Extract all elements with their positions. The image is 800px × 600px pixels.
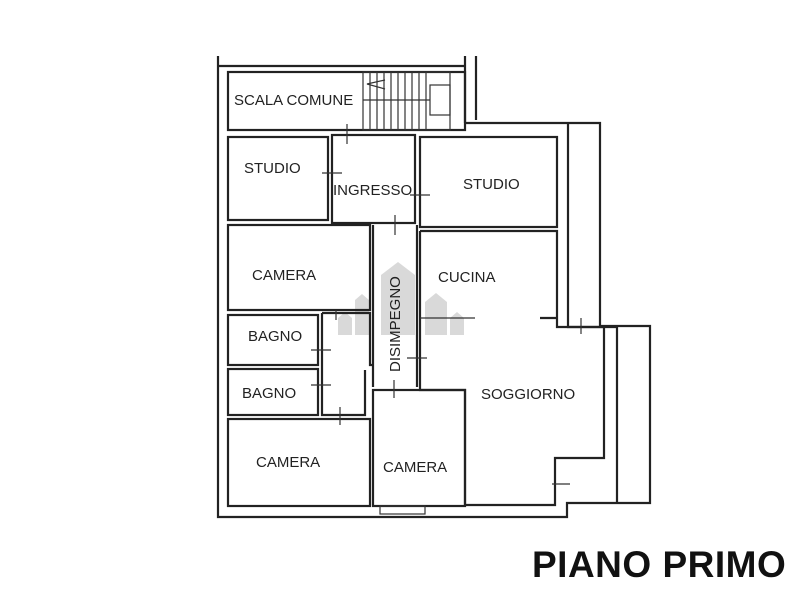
- label-bagno-2: BAGNO: [242, 385, 296, 402]
- stairs-icon: [362, 71, 451, 131]
- room-studio-left: [226, 135, 330, 222]
- watermark-logo: [338, 262, 464, 335]
- room-bagno-1: [226, 313, 320, 367]
- room-camera-bottom-left: [226, 417, 372, 508]
- room-bagno-2: [226, 367, 320, 417]
- outer-walls: [216, 56, 652, 519]
- room-studio-right: [418, 135, 559, 229]
- label-bagno-1: BAGNO: [248, 328, 302, 345]
- rooms: [226, 70, 606, 515]
- label-studio-right: STUDIO: [463, 176, 520, 193]
- plan-title: PIANO PRIMO: [532, 544, 787, 585]
- label-ingresso: INGRESSO: [333, 182, 412, 199]
- label-soggiorno: SOGGIORNO: [481, 386, 575, 403]
- label-camera-top: CAMERA: [252, 267, 316, 284]
- label-scala-comune: SCALA COMUNE: [234, 92, 353, 109]
- room-ingresso: [330, 133, 417, 225]
- label-camera-bottom-left: CAMERA: [256, 454, 320, 471]
- room-camera-top: [226, 223, 372, 312]
- label-studio-left: STUDIO: [244, 160, 301, 177]
- label-cucina: CUCINA: [438, 269, 496, 286]
- label-disimpegno: DISIMPEGNO: [387, 276, 404, 372]
- room-camera-bottom-mid: [371, 388, 467, 508]
- door-marks: [311, 124, 582, 485]
- label-camera-bottom-mid: CAMERA: [383, 459, 447, 476]
